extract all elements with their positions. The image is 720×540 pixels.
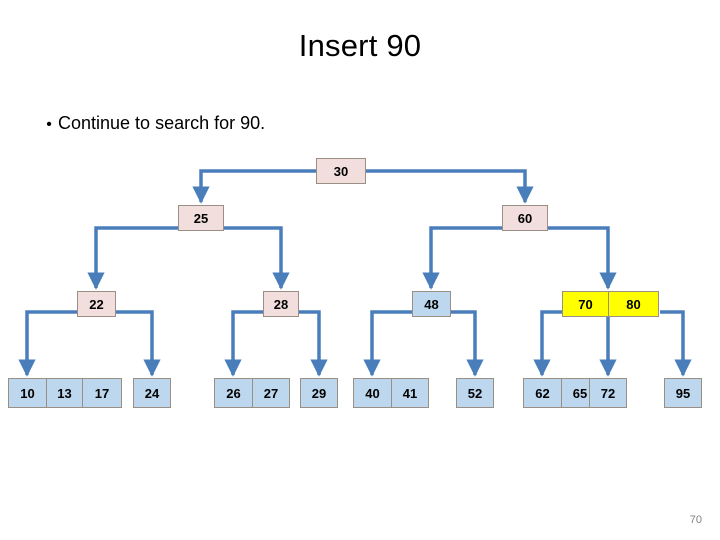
page-number: 70 [689, 514, 702, 526]
leaf-group-72: 72 [589, 378, 627, 408]
tree-node-30[interactable]: 30 [316, 158, 366, 184]
tree-node-40[interactable]: 40 [353, 378, 391, 408]
tree-node-52[interactable]: 52 [456, 378, 494, 408]
tree-node-10[interactable]: 10 [8, 378, 46, 408]
leaf-group-52: 52 [456, 378, 494, 408]
tree-node-27[interactable]: 27 [252, 378, 290, 408]
tree-node-22[interactable]: 22 [77, 291, 116, 317]
tree-node-24[interactable]: 24 [133, 378, 171, 408]
tree-node-60[interactable]: 60 [502, 205, 548, 231]
tree-group-60: 60 [502, 205, 548, 231]
tree-node-62[interactable]: 62 [523, 378, 561, 408]
tree-group-22: 22 [77, 291, 116, 317]
tree-group-25: 25 [178, 205, 224, 231]
tree-node-25[interactable]: 25 [178, 205, 224, 231]
tree-node-48[interactable]: 48 [412, 291, 451, 317]
leaf-group-95: 95 [664, 378, 702, 408]
leaf-group-10-13-17: 10 13 17 [8, 378, 122, 408]
tree-group-48: 48 [412, 291, 451, 317]
tree-node-28[interactable]: 28 [263, 291, 299, 317]
leaf-group-24: 24 [133, 378, 171, 408]
tree-node-72[interactable]: 72 [589, 378, 627, 408]
leaf-group-40-41: 40 41 [353, 378, 429, 408]
tree-node-70[interactable]: 70 [562, 291, 608, 317]
tree-node-17[interactable]: 17 [82, 378, 122, 408]
leaf-group-29: 29 [300, 378, 338, 408]
tree-node-95[interactable]: 95 [664, 378, 702, 408]
tree-node-29[interactable]: 29 [300, 378, 338, 408]
leaf-group-26-27: 26 27 [214, 378, 290, 408]
bullet-line: • Continue to search for 90. [40, 113, 680, 134]
tree-node-41[interactable]: 41 [391, 378, 429, 408]
tree-group-root: 30 [316, 158, 366, 184]
page-title: Insert 90 [298, 28, 422, 63]
bullet-marker: • [46, 116, 52, 133]
tree-group-28: 28 [263, 291, 299, 317]
leaf-group-62-65: 62 65 [523, 378, 599, 408]
tree-group-70-80: 70 80 [562, 291, 659, 317]
bullet-text: Continue to search for 90. [58, 113, 266, 133]
tree-node-13[interactable]: 13 [46, 378, 82, 408]
tree-node-26[interactable]: 26 [214, 378, 252, 408]
tree-node-80[interactable]: 80 [608, 291, 659, 317]
